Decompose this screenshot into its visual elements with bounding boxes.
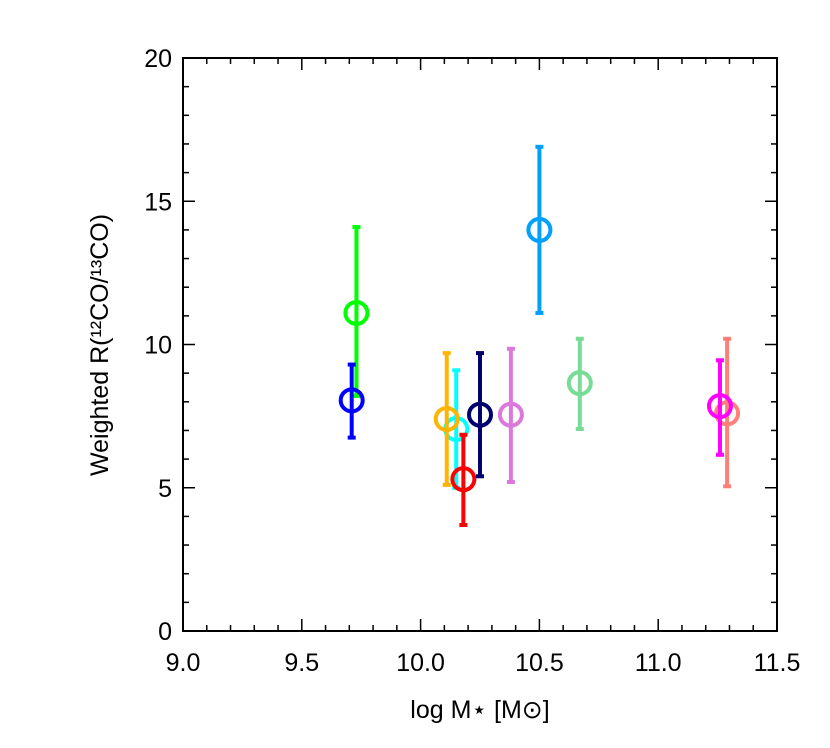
y-tick-label: 15 xyxy=(144,188,172,216)
point-marker xyxy=(526,216,553,243)
x-tick-label: 10.5 xyxy=(515,649,564,677)
x-tick-labels: 9.0 9.5 10.0 10.5 11.0 11.5 xyxy=(166,649,801,677)
x-tick-label: 10.0 xyxy=(396,649,445,677)
data-point xyxy=(526,144,553,315)
y-tick-label: 20 xyxy=(144,45,172,73)
x-tick-label: 11.0 xyxy=(635,649,682,677)
point-marker xyxy=(566,370,593,397)
x-tick-label: 9.5 xyxy=(284,649,319,677)
point-marker xyxy=(714,400,741,427)
point-marker xyxy=(467,401,493,428)
point-marker xyxy=(343,299,370,326)
data-point xyxy=(338,362,365,440)
data-point xyxy=(566,336,593,432)
data-point xyxy=(467,351,493,479)
point-marker xyxy=(706,393,733,420)
point-marker xyxy=(433,405,460,432)
data-point xyxy=(497,346,524,485)
y-tick-label: 0 xyxy=(158,618,172,646)
axis-ticks xyxy=(182,57,778,632)
plot-frame xyxy=(182,57,778,632)
y-tick-labels: 0 5 10 15 20 xyxy=(144,45,172,646)
data-point xyxy=(343,225,370,399)
x-axis-label: log M⋆ [M⊙] xyxy=(410,696,549,724)
data-points xyxy=(338,144,741,527)
point-marker xyxy=(338,387,365,414)
x-tick-label: 11.5 xyxy=(754,649,801,677)
point-marker xyxy=(450,466,477,493)
y-axis-label: Weighted R(¹²CO/¹³CO) xyxy=(86,214,114,476)
y-tick-label: 10 xyxy=(144,332,172,360)
data-point xyxy=(433,351,460,487)
data-point xyxy=(706,358,733,457)
point-marker xyxy=(497,401,524,428)
y-tick-label: 5 xyxy=(158,475,172,503)
x-tick-label: 9.0 xyxy=(166,649,201,677)
data-point xyxy=(450,432,477,527)
